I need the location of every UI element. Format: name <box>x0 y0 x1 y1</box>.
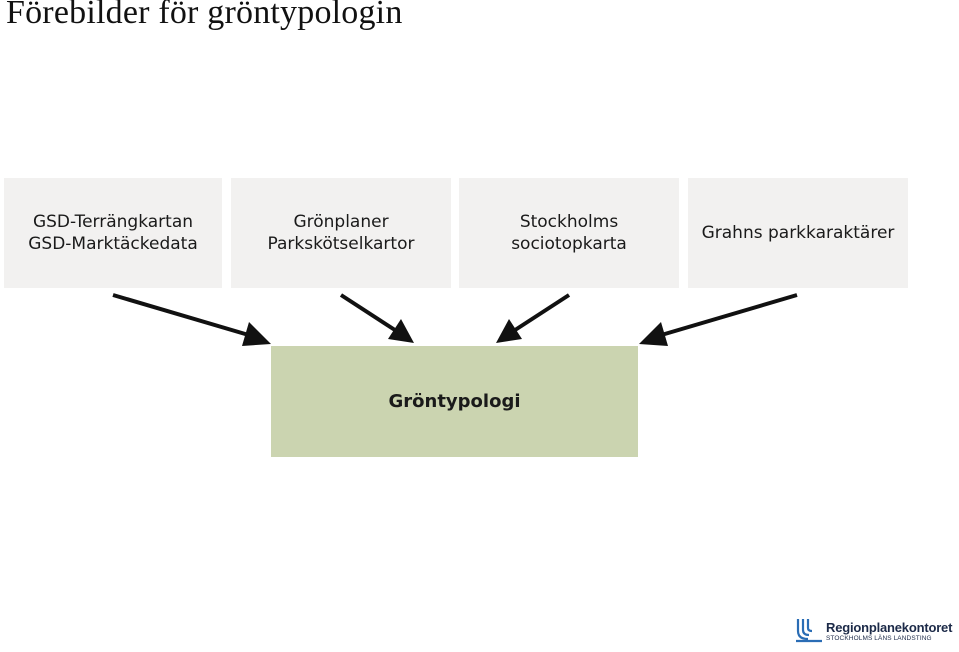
target-box-label: Gröntypologi <box>388 391 521 412</box>
arrow-2 <box>339 293 414 343</box>
arrow-4 <box>639 293 798 346</box>
arrow-3 <box>496 293 571 343</box>
source-box-line: sociotopkarta <box>511 234 627 254</box>
source-box-line: Parkskötselkartor <box>267 234 415 254</box>
arrow-1 <box>112 293 271 346</box>
source-box-line: GSD-Marktäckedata <box>28 234 198 254</box>
source-box-grahns: Grahns parkkaraktärer <box>688 178 908 288</box>
source-box-gsd: GSD-Terrängkartan GSD-Marktäckedata <box>4 178 222 288</box>
source-box-line: Stockholms <box>519 212 619 232</box>
regionplanekontoret-logo: Regionplanekontoret STOCKHOLMS LÄNS LAND… <box>794 617 959 645</box>
logo-mark-icon <box>796 619 822 643</box>
target-box-grontypologi: Gröntypologi <box>271 346 638 457</box>
slide-title: Förebilder för gröntypologin <box>6 0 403 31</box>
source-box-gronplaner: Grönplaner Parkskötselkartor <box>231 178 451 288</box>
source-box-line: Grönplaner <box>293 212 389 232</box>
source-box-sociotopkarta: Stockholms sociotopkarta <box>459 178 679 288</box>
logo-name: Regionplanekontoret <box>826 620 953 635</box>
logo-subtitle: STOCKHOLMS LÄNS LANDSTING <box>826 635 932 642</box>
source-box-line: GSD-Terrängkartan <box>32 212 194 232</box>
source-box-line: Grahns parkkaraktärer <box>701 223 895 243</box>
